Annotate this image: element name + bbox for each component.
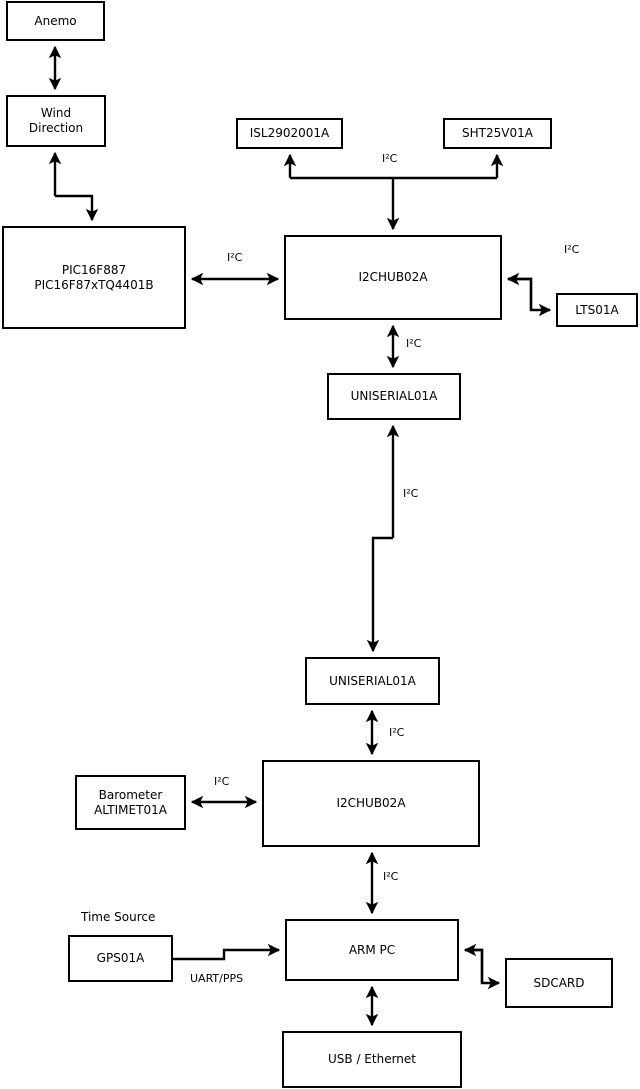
node-gps01a[interactable]: GPS01A bbox=[68, 935, 173, 982]
node-label: GPS01A bbox=[96, 951, 145, 965]
edge-sdcard-armpc bbox=[463, 943, 484, 983]
edge-gps-armpc bbox=[173, 943, 281, 961]
node-label: LTS01A bbox=[575, 302, 619, 317]
node-wind-direction[interactable]: Wind Direction bbox=[6, 95, 106, 147]
edge-bus-hub bbox=[290, 176, 497, 229]
node-label: UNISERIAL01A bbox=[350, 389, 438, 403]
node-sdcard[interactable]: SDCARD bbox=[505, 958, 613, 1008]
node-isl2902001a[interactable]: ISL2902001A bbox=[236, 118, 343, 149]
node-label: SDCARD bbox=[533, 975, 585, 990]
time-source-label: Time Source bbox=[81, 910, 156, 924]
edge-label-gps-armpc: UART/PPS bbox=[190, 972, 244, 985]
node-sht25v01a[interactable]: SHT25V01A bbox=[443, 118, 552, 149]
node-arm-pc[interactable]: ARM PC bbox=[285, 919, 459, 981]
edge-lts-hub bbox=[506, 272, 533, 310]
node-uniserial01a-upper[interactable]: UNISERIAL01A bbox=[327, 373, 461, 420]
node-i2chub02a-bottom[interactable]: I2CHUB02A bbox=[262, 760, 480, 847]
edge-armpc-sdcard bbox=[465, 948, 501, 990]
edge-label-sensor-bus: I²C bbox=[382, 152, 398, 165]
edge-pic-wind-down bbox=[55, 194, 99, 222]
edge-label-uniserial-hub2: I²C bbox=[389, 726, 405, 739]
edge-label-hub2-armpc: I²C bbox=[383, 870, 399, 883]
node-usb-ethernet[interactable]: USB / Ethernet bbox=[282, 1031, 462, 1088]
node-i2chub02a-top[interactable]: I2CHUB02A bbox=[284, 235, 502, 320]
node-label: Anemo bbox=[34, 13, 77, 28]
edge-label-pic-hub: I²C bbox=[227, 251, 243, 264]
node-label: I2CHUB02A bbox=[358, 270, 428, 284]
edge-hub-lts bbox=[508, 277, 552, 317]
node-label: UNISERIAL01A bbox=[329, 673, 416, 688]
edge-label-barometer-hub2: I²C bbox=[214, 775, 230, 788]
node-label: SHT25V01A bbox=[462, 126, 533, 140]
node-lts01a[interactable]: LTS01A bbox=[556, 293, 638, 327]
node-label: I2CHUB02A bbox=[336, 796, 406, 810]
node-label: Wind Direction bbox=[28, 106, 84, 135]
node-anemo[interactable]: Anemo bbox=[6, 1, 105, 41]
edge-label-uniserial-link: I²C bbox=[403, 487, 419, 500]
node-label: PIC16F887 PIC16F87xTQ4401B bbox=[34, 262, 154, 292]
node-label: USB / Ethernet bbox=[328, 1052, 416, 1066]
node-uniserial01a-lower[interactable]: UNISERIAL01A bbox=[305, 657, 440, 705]
node-label: ISL2902001A bbox=[249, 126, 330, 140]
node-label: Barometer ALTIMET01A bbox=[94, 787, 167, 817]
node-barometer-altimet01a[interactable]: Barometer ALTIMET01A bbox=[75, 775, 186, 830]
edge-label-hub-lts: I²C bbox=[564, 243, 580, 256]
node-label: ARM PC bbox=[348, 942, 396, 957]
node-pic-microcontroller[interactable]: PIC16F887 PIC16F87xTQ4401B bbox=[2, 226, 186, 329]
edge-label-hub-uniserial: I²C bbox=[406, 337, 422, 350]
edge-uniserial-link-down bbox=[366, 536, 393, 653]
